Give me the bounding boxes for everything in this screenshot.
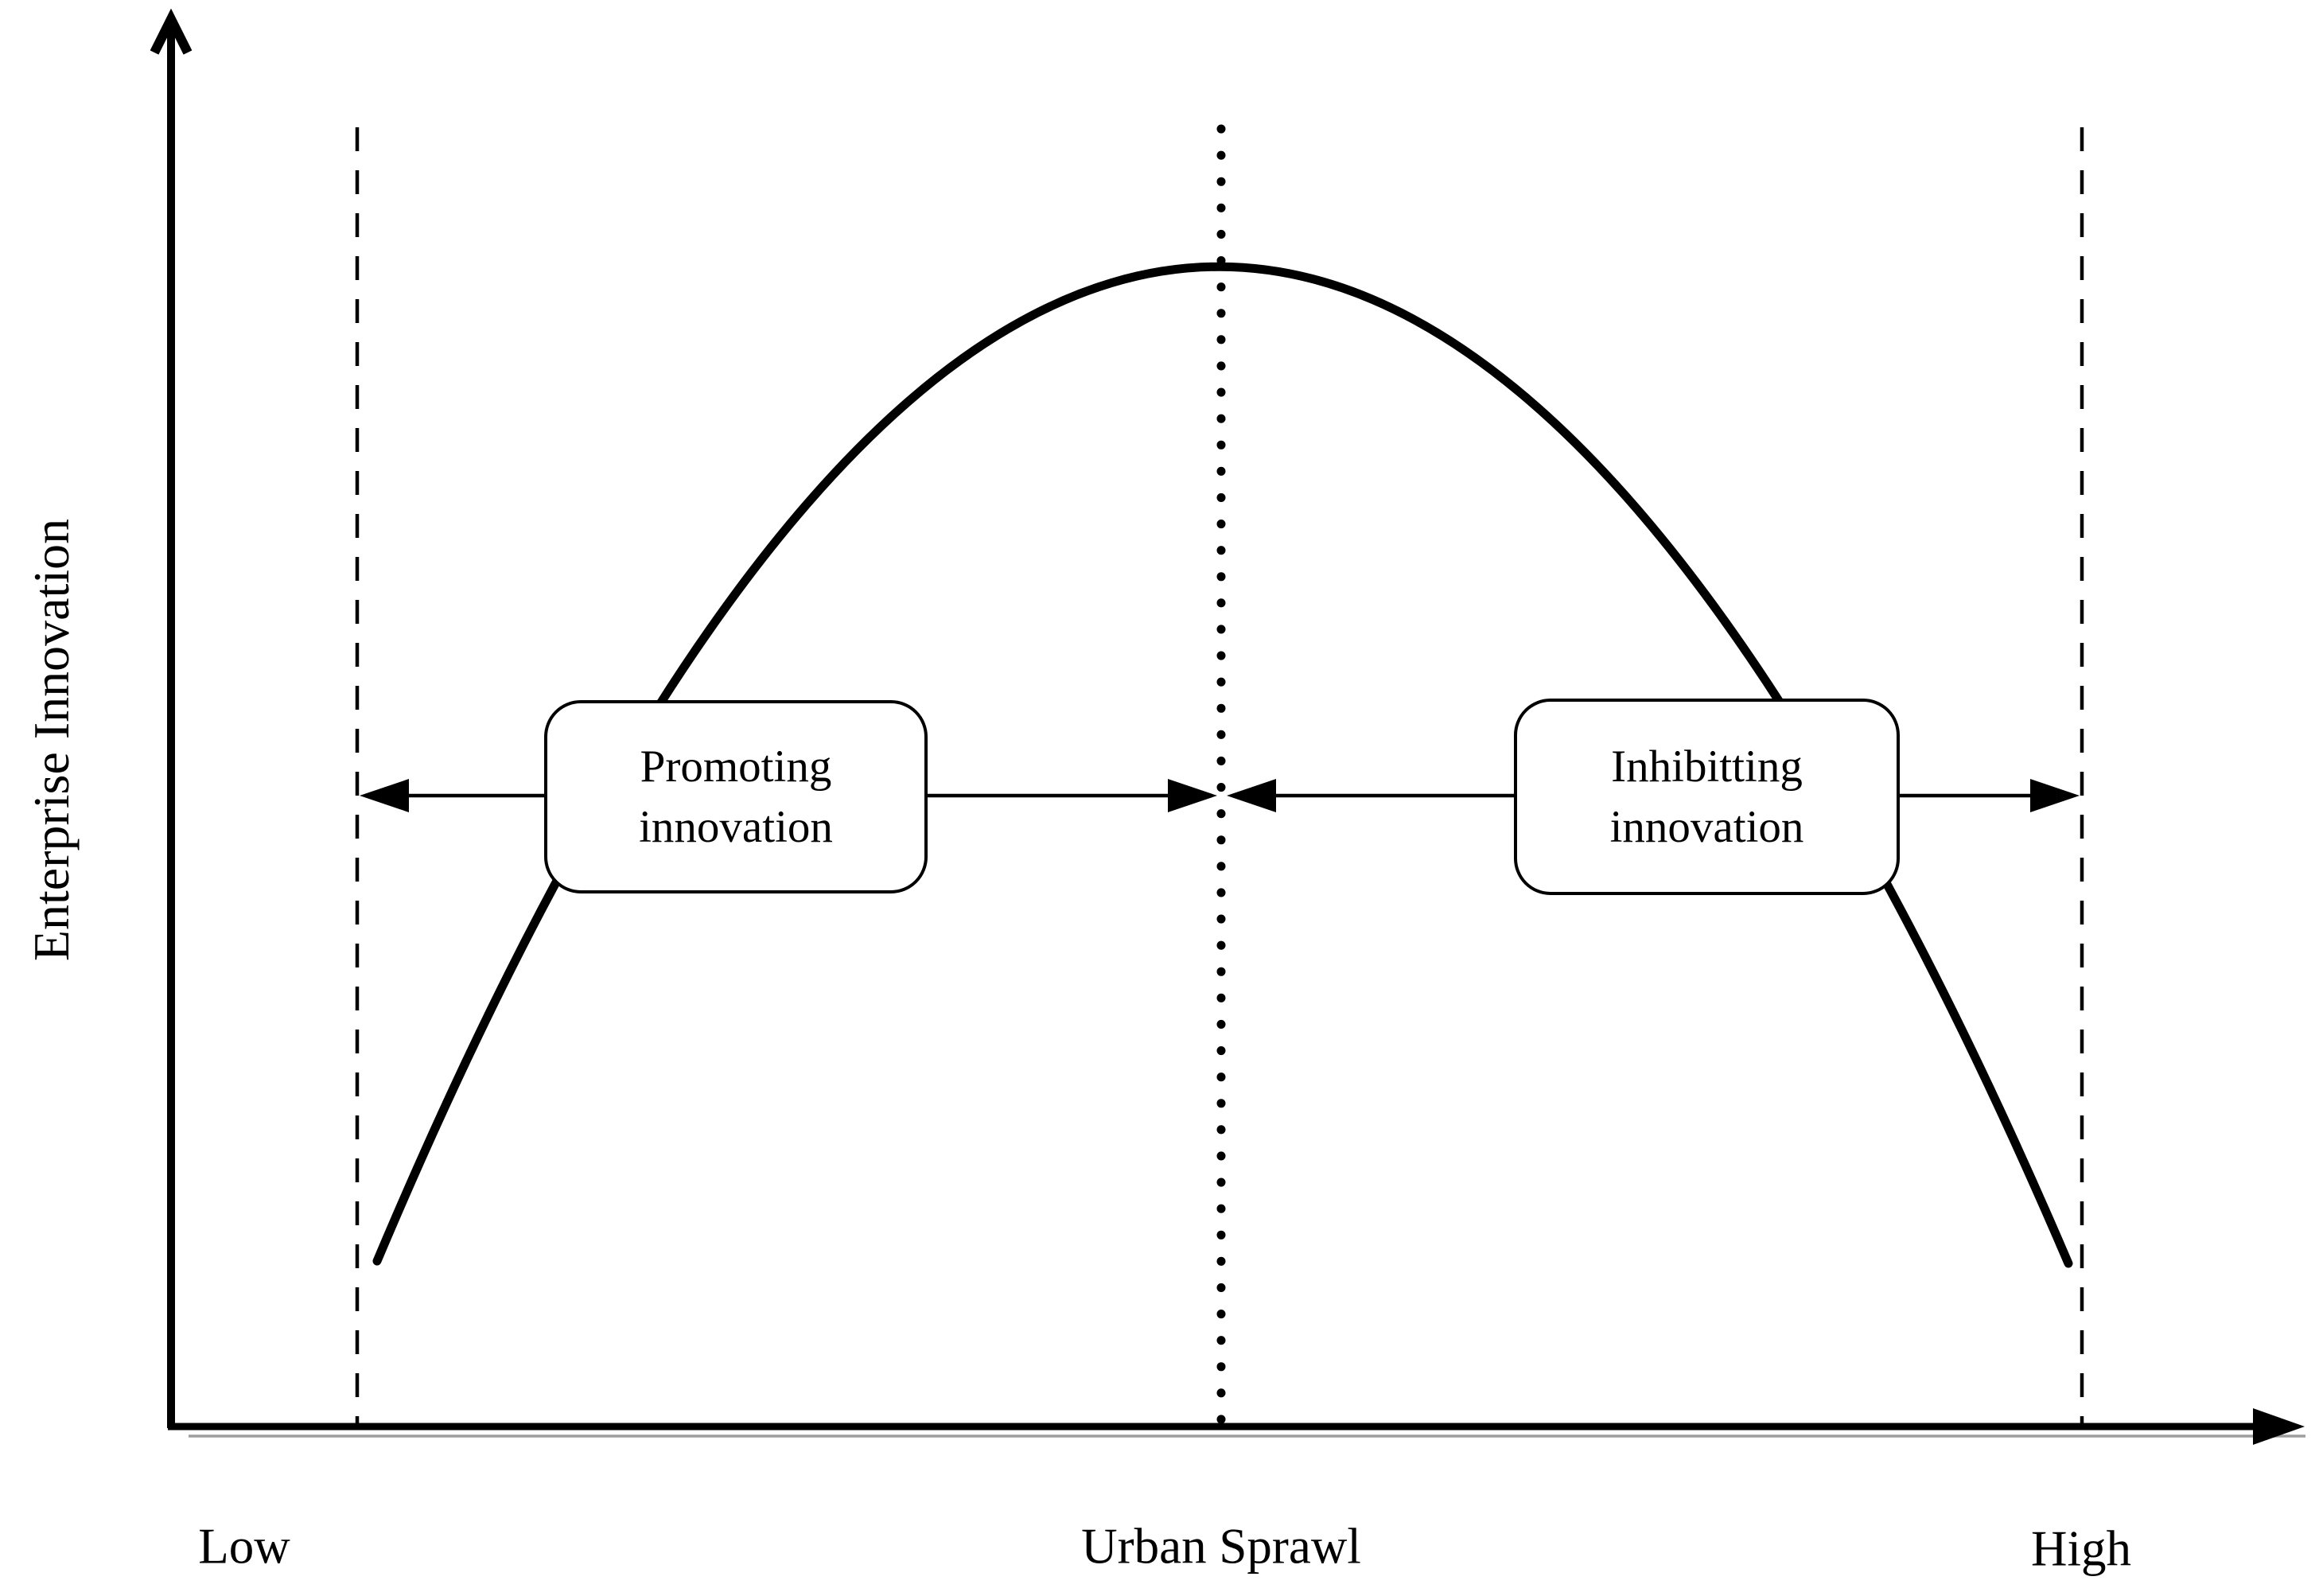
x-axis-arrowhead-icon <box>2253 1408 2305 1445</box>
left-outward-arrowhead-icon <box>360 779 409 812</box>
x-tick-low: Low <box>198 1518 290 1575</box>
inhibiting-innovation-box: Inhibitting innovation <box>1514 699 1900 895</box>
x-axis-title: Urban Sprawl <box>1081 1518 1361 1575</box>
right-inward-arrowhead-icon <box>1227 779 1276 812</box>
y-axis-arrowhead-icon <box>150 8 193 55</box>
x-tick-high: High <box>2031 1520 2131 1577</box>
y-axis-title: Enterprise Innovation <box>23 518 80 962</box>
promoting-innovation-label: Promoting innovation <box>639 742 833 852</box>
inhibiting-innovation-label: Inhibitting innovation <box>1609 742 1804 852</box>
promoting-innovation-box: Promoting innovation <box>544 700 928 893</box>
right-outward-arrowhead-icon <box>2030 779 2080 812</box>
left-inward-arrowhead-icon <box>1168 779 1217 812</box>
